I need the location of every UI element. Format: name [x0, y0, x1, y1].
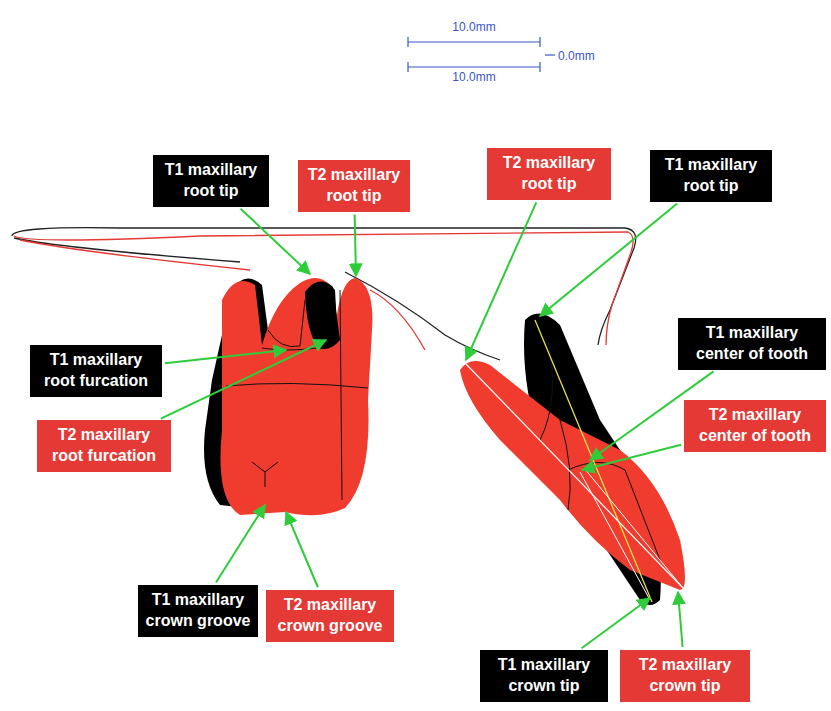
leader-arrow [355, 215, 356, 276]
callout-text: T2 maxillary center of tooth [689, 405, 821, 447]
callout-text: T2 maxillary root tip [492, 153, 606, 195]
leader-arrow [466, 202, 536, 360]
leader-arrow [165, 350, 286, 363]
callout-box: T1 maxillary root tip [650, 150, 772, 202]
callout-box: T1 maxillary crown groove [138, 585, 258, 637]
callout-text: T2 maxillary root furcation [42, 425, 166, 467]
callout-text: T1 maxillary crown tip [485, 655, 603, 697]
callout-text: T1 maxillary root tip [655, 155, 767, 197]
callout-text: T1 maxillary root tip [158, 160, 264, 202]
callout-text: T1 maxillary center of tooth [683, 323, 821, 365]
scale-bar [408, 37, 555, 72]
scale-label: 10.0mm [452, 20, 495, 34]
scale-label: 10.0mm [452, 70, 495, 84]
leader-arrow [678, 592, 683, 647]
callout-box: T1 maxillary root tip [153, 155, 269, 207]
leader-arrow [216, 505, 265, 582]
callout-box: T2 maxillary crown tip [620, 650, 750, 702]
callout-box: T2 maxillary root furcation [37, 420, 171, 472]
callout-text: T1 maxillary root furcation [35, 350, 157, 392]
callout-text: T2 maxillary crown groove [271, 595, 389, 637]
callout-box: T2 maxillary crown groove [266, 590, 394, 642]
leader-arrow [582, 598, 650, 648]
scale-label: 0.0mm [558, 49, 595, 63]
callout-text: T2 maxillary crown tip [625, 655, 745, 697]
callout-box: T1 maxillary crown tip [480, 650, 608, 702]
leader-arrow [286, 512, 318, 587]
callout-box: T1 maxillary center of tooth [678, 318, 826, 370]
callout-box: T2 maxillary root tip [298, 160, 410, 212]
leader-arrow [540, 203, 677, 316]
leader-arrow [241, 209, 310, 274]
leader-arrow [161, 340, 326, 419]
tilted-tooth [460, 314, 685, 605]
leader-arrow [582, 445, 681, 470]
callout-box: T2 maxillary root tip [487, 148, 611, 200]
callout-text: T1 maxillary crown groove [143, 590, 253, 632]
callout-box: T2 maxillary center of tooth [684, 400, 826, 452]
molar-tooth [204, 278, 372, 515]
callout-text: T2 maxillary root tip [303, 165, 405, 207]
callout-box: T1 maxillary root furcation [30, 345, 162, 397]
